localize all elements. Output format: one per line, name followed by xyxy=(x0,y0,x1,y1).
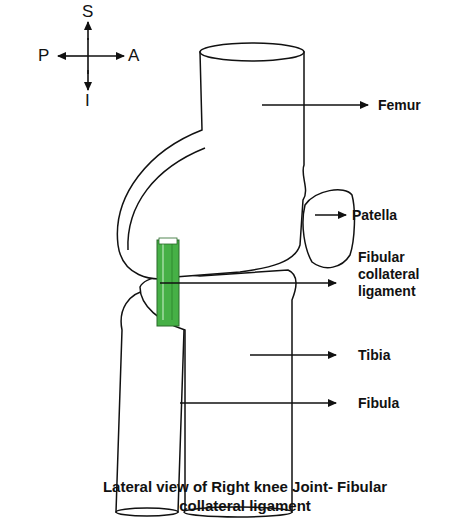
figure-caption: Lateral view of Right knee Joint- Fibula… xyxy=(95,477,395,515)
direction-compass xyxy=(58,22,124,90)
part-label: Patella xyxy=(352,207,442,224)
part-label: Fibula xyxy=(358,395,448,412)
part-label: Fibular collateral ligament xyxy=(358,249,446,300)
patella-bone xyxy=(303,190,354,268)
direction-letter: P xyxy=(38,47,58,65)
collateral-ligament xyxy=(157,238,179,326)
part-label: Femur xyxy=(378,97,468,114)
direction-letter: I xyxy=(85,92,105,110)
direction-letter: S xyxy=(82,3,102,21)
leader-arrows xyxy=(160,105,368,403)
femur-bone xyxy=(117,43,305,279)
direction-letter: A xyxy=(128,47,148,65)
part-label: Tibia xyxy=(358,347,448,364)
